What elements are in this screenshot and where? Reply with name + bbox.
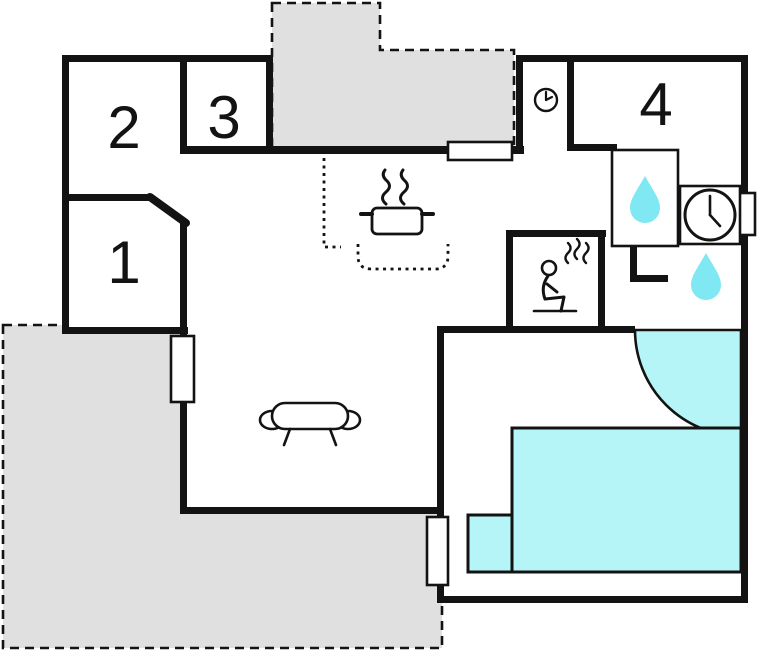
wall-segment	[516, 55, 748, 62]
wall-segment	[62, 327, 188, 334]
room-label-2: 2	[107, 94, 141, 161]
person-legs	[543, 295, 566, 313]
wall-segment	[180, 507, 444, 514]
bed-mattress	[510, 426, 743, 574]
room-label-3: 3	[207, 84, 241, 151]
steam-icon	[381, 168, 391, 206]
person-body	[541, 274, 550, 301]
wall-segment	[266, 55, 273, 154]
bed	[466, 426, 743, 574]
clock-icon	[533, 87, 559, 113]
steam-icon	[573, 237, 581, 261]
window	[425, 515, 450, 587]
wall-clock-icon	[683, 188, 737, 242]
wall-segment	[741, 55, 748, 603]
bed-pillow	[466, 513, 514, 574]
stove-icon	[359, 168, 435, 236]
wall-segment	[437, 326, 635, 333]
clock-hand	[708, 213, 722, 228]
kitchen-counter-outline	[322, 158, 341, 249]
sofa-icon	[258, 401, 362, 447]
sauna-icon	[532, 237, 590, 313]
sofa-body	[270, 401, 350, 431]
wall-segment	[516, 55, 523, 154]
window	[169, 334, 196, 404]
wall-segment-diagonal	[146, 193, 190, 227]
wall-segment	[180, 55, 187, 154]
kitchen-counter-outline	[356, 244, 450, 271]
wall-segment	[437, 326, 444, 603]
room-label-1: 1	[107, 229, 141, 296]
wall-segment	[598, 230, 605, 333]
wall-segment	[567, 55, 574, 151]
clock-hand	[544, 95, 554, 102]
sofa-leg	[328, 427, 338, 447]
water-drop-icon	[630, 176, 660, 223]
wall-segment	[506, 230, 513, 333]
person-head	[540, 259, 558, 277]
room-label-4: 4	[639, 71, 673, 138]
person-arm	[545, 282, 559, 294]
wall-segment	[506, 230, 606, 237]
water-drop-icon	[691, 253, 721, 300]
terrace-top	[270, 1, 516, 150]
steam-icon	[582, 241, 590, 265]
wall-segment	[62, 194, 152, 201]
window	[446, 140, 514, 162]
wall-segment	[180, 146, 450, 154]
wall-segment	[437, 596, 748, 603]
pot	[370, 206, 424, 236]
wall-segment	[630, 246, 637, 282]
steam-icon	[399, 168, 409, 206]
sofa-leg	[282, 427, 292, 447]
wall-segment	[630, 275, 668, 282]
steam-icon	[564, 241, 572, 265]
wall-segment	[567, 144, 617, 151]
wall-segment	[62, 55, 273, 62]
